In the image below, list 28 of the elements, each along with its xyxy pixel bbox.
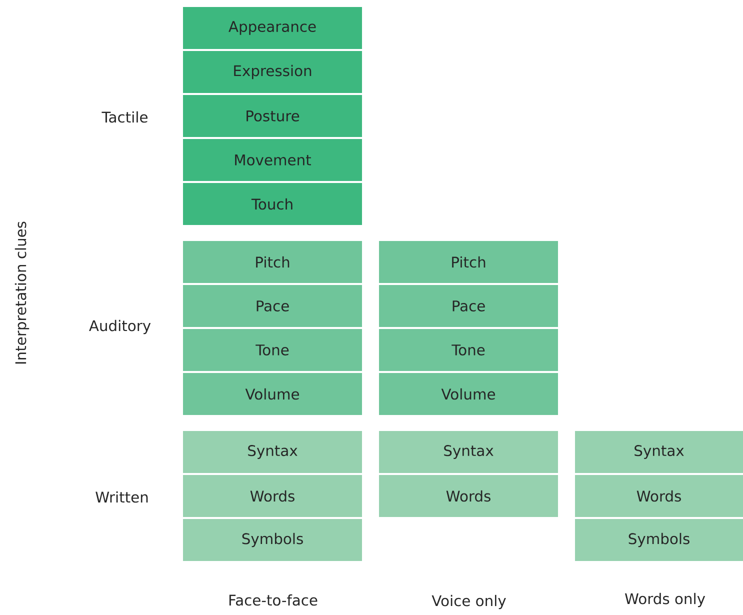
cue-box: Expression — [183, 51, 362, 93]
cue-box: Appearance — [183, 7, 362, 49]
cue-box: Tone — [183, 329, 362, 371]
column-label: Words only — [624, 592, 706, 608]
cue-box: Pace — [183, 285, 362, 327]
cue-box: Pace — [379, 285, 558, 327]
cue-box: Volume — [183, 373, 362, 415]
cue-box: Words — [575, 475, 743, 517]
column-label: Face-to-face — [229, 594, 318, 606]
cue-box: Syntax — [575, 431, 743, 473]
cue-box: Symbols — [575, 519, 743, 561]
row-label: Auditory — [89, 320, 151, 334]
cue-box: Pitch — [379, 241, 558, 283]
cue-box: Words — [379, 475, 558, 517]
cue-box: Tone — [379, 329, 558, 371]
cue-box: Volume — [379, 373, 558, 415]
cue-box: Syntax — [379, 431, 558, 473]
row-label: Written — [96, 491, 148, 503]
cue-box: Symbols — [183, 519, 362, 561]
cue-box: Syntax — [183, 431, 362, 473]
row-label: Tactile — [102, 111, 148, 123]
cue-box: Posture — [183, 95, 362, 137]
cue-box: Movement — [183, 139, 362, 181]
column-label: Voice only — [432, 594, 506, 610]
axis-title: Interpretation clues — [14, 222, 30, 364]
cue-box: Touch — [183, 183, 362, 225]
cue-box: Pitch — [183, 241, 362, 283]
cue-box: Words — [183, 475, 362, 517]
